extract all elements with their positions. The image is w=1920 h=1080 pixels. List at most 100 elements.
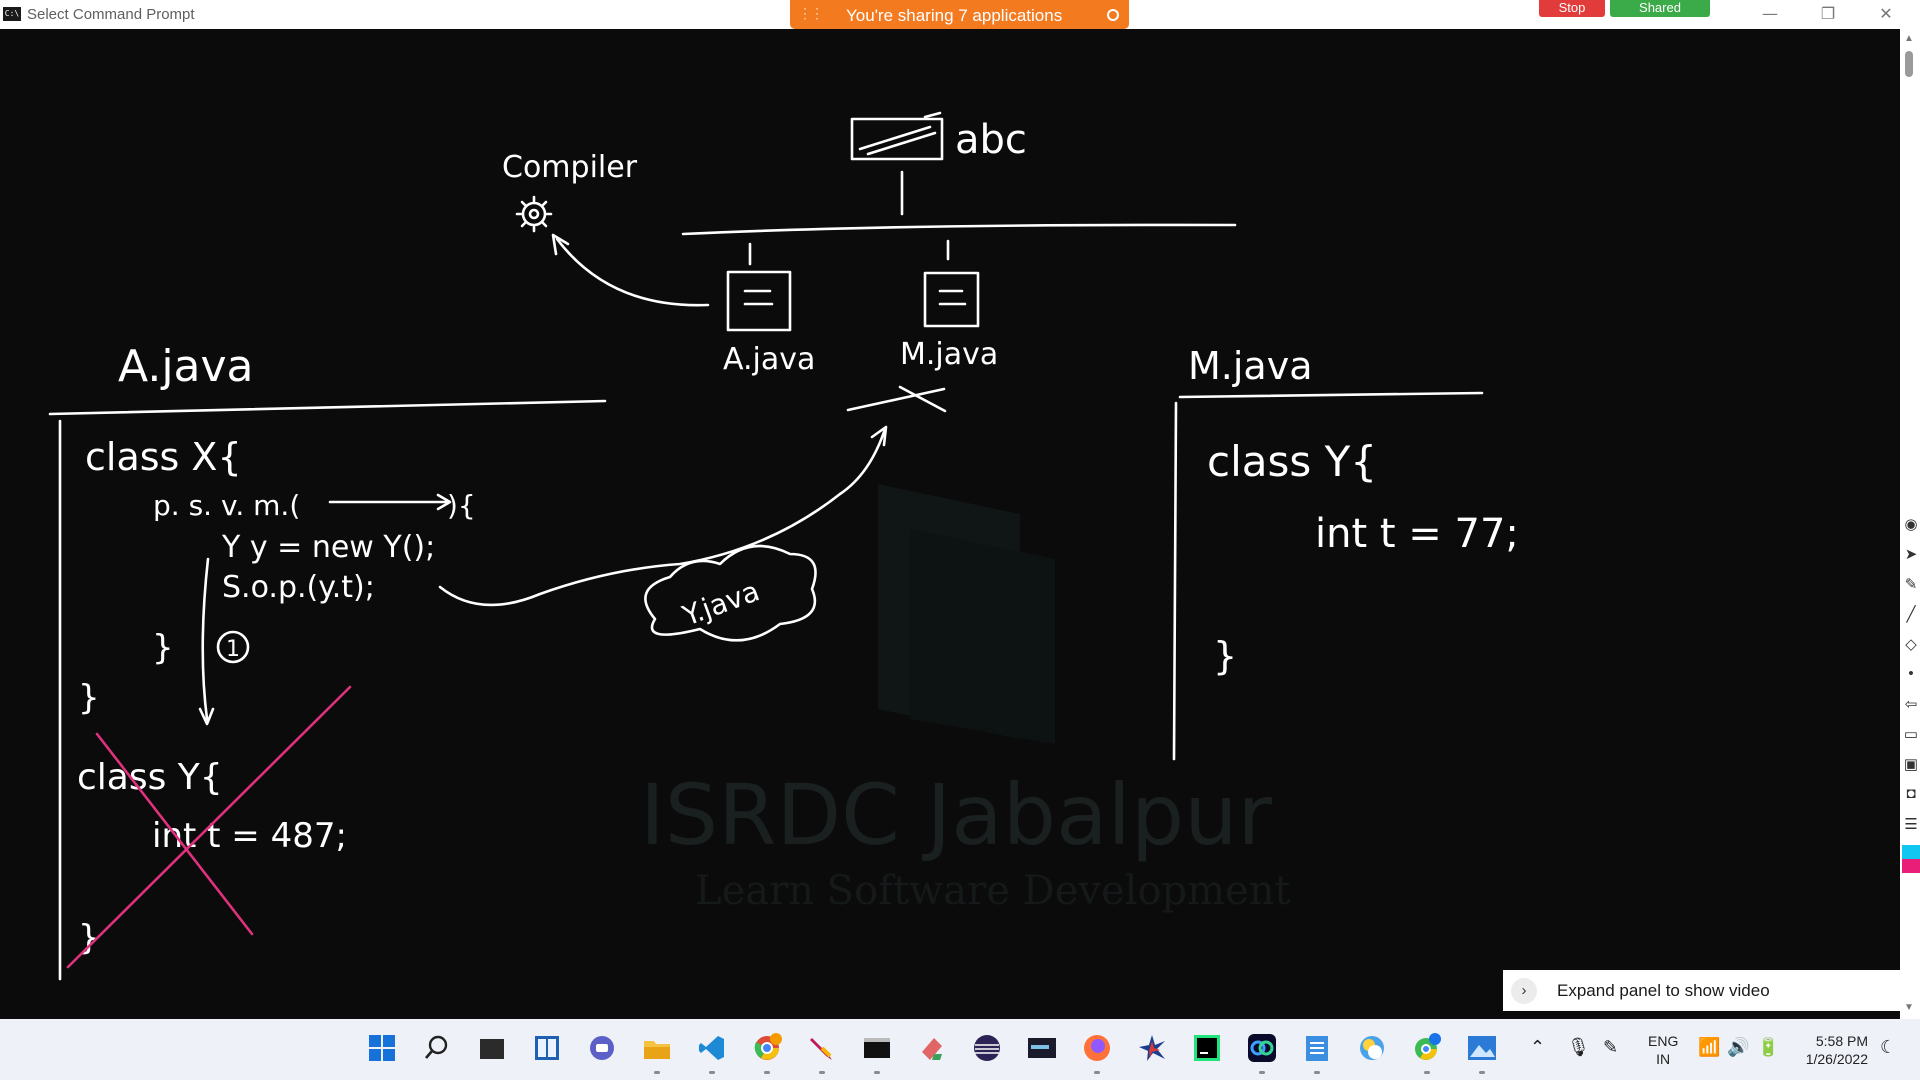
screen-share-bar[interactable]: ⋮⋮ You're sharing 7 applications bbox=[790, 0, 1129, 29]
scroll-thumb[interactable] bbox=[1905, 51, 1913, 77]
close-outer-brace: } bbox=[78, 678, 100, 718]
running-indicator bbox=[654, 1071, 660, 1074]
app-icon[interactable] bbox=[1135, 1031, 1169, 1065]
microphone-icon[interactable]: 🎙 bbox=[1567, 1037, 1590, 1057]
cmd-icon: C:\ bbox=[3, 7, 21, 21]
mjava-node-box bbox=[923, 271, 980, 328]
screen-icon[interactable]: ▣ bbox=[1903, 756, 1919, 773]
line-icon[interactable]: ╱ bbox=[1906, 606, 1916, 623]
new-y-line: Y y = new Y(); bbox=[221, 530, 435, 565]
snap-layout-icon[interactable] bbox=[530, 1031, 564, 1065]
camera-icon[interactable]: ◘ bbox=[1906, 785, 1916, 802]
webex-icon[interactable] bbox=[1245, 1031, 1279, 1074]
cloud-shape bbox=[644, 544, 817, 642]
search-icon[interactable] bbox=[420, 1031, 454, 1065]
notes-icon[interactable]: ☰ bbox=[1904, 816, 1918, 833]
share-status-text: You're sharing 7 applications bbox=[846, 6, 1063, 25]
import-arrow-head bbox=[870, 425, 888, 447]
left-code-block: A.java class X{ p. s. v. m.( ){ Y y = ne… bbox=[48, 341, 607, 981]
eclipse-icon[interactable] bbox=[970, 1031, 1004, 1065]
chevron-right-icon[interactable]: › bbox=[1511, 978, 1537, 1004]
expand-panel-label: Expand panel to show video bbox=[1557, 981, 1770, 1000]
close-button[interactable]: ✕ bbox=[1879, 4, 1893, 23]
wifi-icon[interactable]: 📶 bbox=[1698, 1037, 1721, 1057]
class-x-line: class X{ bbox=[85, 435, 242, 479]
volume-icon[interactable]: 🔊 bbox=[1727, 1037, 1750, 1057]
share-record-icon[interactable] bbox=[1107, 9, 1119, 21]
cmd-icon[interactable] bbox=[860, 1031, 894, 1074]
chrome-profile-icon[interactable] bbox=[1410, 1031, 1444, 1074]
watermark-subtitle: Learn Software Development bbox=[695, 868, 1291, 914]
running-indicator bbox=[1094, 1071, 1100, 1074]
right-close-brace: } bbox=[1213, 634, 1237, 678]
gear-icon bbox=[521, 201, 547, 227]
color-pink-swatch[interactable] bbox=[1902, 859, 1920, 873]
title-bar: C:\ Select Command Prompt ⋮⋮ You're shar… bbox=[0, 0, 1920, 29]
pen-icon[interactable]: ✎ bbox=[1904, 576, 1918, 593]
server-scribble bbox=[858, 111, 942, 156]
server-box bbox=[850, 117, 944, 161]
drag-grip-icon[interactable]: ⋮⋮ bbox=[798, 5, 824, 21]
server-diagram: abc A.java M.java bbox=[681, 111, 1237, 413]
focus-moon-icon[interactable]: ☾ bbox=[1880, 1037, 1897, 1057]
minimize-button[interactable]: — bbox=[1762, 4, 1778, 23]
file-explorer-icon[interactable] bbox=[640, 1031, 674, 1074]
clear-icon[interactable]: ▭ bbox=[1903, 726, 1919, 743]
photos-icon[interactable] bbox=[1465, 1031, 1499, 1074]
weather-app-icon[interactable] bbox=[1355, 1031, 1389, 1065]
language-indicator[interactable]: ENG IN bbox=[1648, 1032, 1678, 1068]
chevron-up-icon[interactable]: ⌃ bbox=[1530, 1037, 1546, 1057]
watermark: ISRDC Jabalpur Learn Software Developmen… bbox=[640, 484, 1291, 914]
terminal-icon[interactable] bbox=[475, 1031, 509, 1065]
watermark-title: ISRDC Jabalpur bbox=[640, 766, 1272, 864]
restore-button[interactable]: ❐ bbox=[1820, 4, 1836, 23]
right-heading: M.java bbox=[1188, 344, 1312, 388]
color-cyan-swatch[interactable] bbox=[1902, 845, 1920, 859]
eraser-icon[interactable]: ◇ bbox=[1905, 636, 1917, 653]
eye-icon[interactable]: ◉ bbox=[1904, 516, 1918, 533]
scroll-up-icon[interactable]: ▲ bbox=[1904, 33, 1914, 44]
step-circle bbox=[216, 630, 250, 664]
int-t-line: int t = 487; bbox=[152, 816, 347, 856]
mysql-icon[interactable] bbox=[1025, 1031, 1059, 1065]
abc-label: abc bbox=[955, 117, 1027, 163]
paint-icon[interactable] bbox=[915, 1031, 949, 1065]
battery-icon[interactable]: 🔋 bbox=[1757, 1037, 1780, 1057]
pointer-icon[interactable]: ➤ bbox=[1904, 546, 1918, 563]
clock-time: 5:58 PM bbox=[1815, 1033, 1868, 1049]
ajava-node-box bbox=[726, 270, 792, 332]
compiler-diagram: Compiler bbox=[502, 150, 710, 307]
cloud-label: Y.java bbox=[677, 574, 763, 632]
vertical-scrollbar[interactable]: ▲ ▼ bbox=[1900, 29, 1920, 1019]
import-flow: Y.java bbox=[438, 425, 888, 642]
chrome-icon[interactable] bbox=[750, 1031, 784, 1074]
taskbar: ⌃ 🎙 ✎ ENG IN 📶 🔊 🔋 5:58 PM 1/26/2022 ☾ bbox=[0, 1019, 1920, 1080]
mjava-cross bbox=[846, 385, 947, 413]
scroll-down-icon[interactable]: ▼ bbox=[1904, 1002, 1914, 1013]
whiteboard-canvas[interactable]: ISRDC Jabalpur Learn Software Developmen… bbox=[0, 29, 1900, 1019]
right-int-t-line: int t = 77; bbox=[1315, 511, 1519, 557]
running-indicator bbox=[764, 1071, 770, 1074]
vscode-icon[interactable] bbox=[695, 1031, 729, 1074]
close-y-brace: } bbox=[78, 918, 100, 958]
windows-start-icon[interactable] bbox=[365, 1031, 399, 1065]
pen-tray-icon[interactable]: ✎ bbox=[1603, 1037, 1619, 1057]
stop-sharing-button[interactable]: Stop bbox=[1539, 0, 1605, 17]
network-bus bbox=[681, 223, 1237, 236]
dot-icon[interactable]: • bbox=[1908, 665, 1914, 682]
teams-chat-icon[interactable] bbox=[585, 1031, 619, 1065]
running-indicator bbox=[1479, 1071, 1485, 1074]
gear-teeth bbox=[515, 195, 553, 233]
undo-icon[interactable]: ⇦ bbox=[1904, 696, 1918, 713]
notepad-icon[interactable] bbox=[1300, 1031, 1334, 1074]
right-code-block: M.java class Y{ int t = 77; } bbox=[1172, 344, 1519, 761]
shared-button[interactable]: Shared bbox=[1610, 0, 1710, 17]
left-heading-rule bbox=[48, 399, 607, 416]
strike-line-1 bbox=[66, 685, 352, 969]
firefox-icon[interactable] bbox=[1080, 1031, 1114, 1074]
pen-app-icon[interactable] bbox=[805, 1031, 839, 1074]
expand-panel[interactable]: › Expand panel to show video bbox=[1503, 970, 1901, 1011]
flow-arrow bbox=[198, 557, 215, 726]
system-clock[interactable]: 5:58 PM 1/26/2022 bbox=[1792, 1032, 1868, 1068]
pycharm-icon[interactable] bbox=[1190, 1031, 1224, 1065]
